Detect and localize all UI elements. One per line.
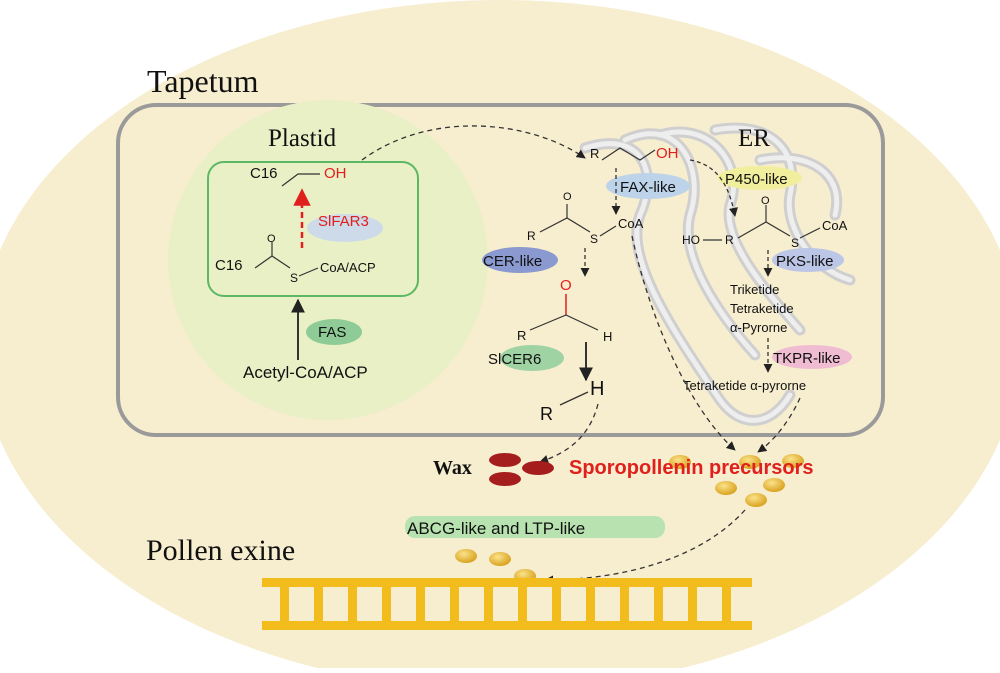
acyl-coa-s: S: [590, 232, 598, 246]
c16-top-label: C16: [250, 165, 278, 182]
cell-membrane: [116, 103, 885, 437]
granule: [455, 549, 477, 563]
c16-oh-label: OH: [324, 165, 347, 182]
alkane-h: H: [590, 378, 604, 400]
product-tetraketide: Tetraketide: [730, 301, 794, 316]
transport-label: ABCG-like and LTP-like: [407, 519, 585, 538]
slcer6-enzyme-blob: [500, 345, 564, 371]
granule: [489, 552, 511, 566]
acyl-coa-coa: CoA: [618, 216, 644, 231]
tkpr-to-sporopollenin-arrow: [757, 397, 801, 453]
cer-enzyme-label: CER-like: [483, 253, 542, 270]
fax-enzyme-label: FAX-like: [620, 179, 676, 196]
plastid-organelle: [168, 100, 488, 420]
wax-particle: [489, 472, 521, 486]
acyl-coa-bond: [539, 217, 591, 233]
er-label: ER: [738, 125, 770, 152]
p450-enzyme-blob: [718, 166, 802, 190]
plastid-to-er-arrow: [361, 125, 586, 161]
fatty-alcohol-r: R: [590, 146, 599, 161]
granule: [669, 455, 691, 469]
alkane-r: R: [540, 404, 553, 424]
tapetum-label: Tapetum: [147, 63, 259, 99]
plastid-membrane: [207, 161, 419, 297]
aldehyde-o: O: [560, 277, 572, 294]
wax-label: Wax: [433, 457, 472, 479]
alkane-to-wax-arrow: [539, 403, 599, 464]
pks-enzyme-blob: [772, 248, 844, 272]
fas-enzyme-blob: [306, 319, 362, 345]
aldehyde-h: H: [603, 329, 612, 344]
wax-particle: [489, 453, 521, 467]
alkane-bond: [559, 391, 589, 406]
transport-highlight: [405, 516, 665, 538]
aldehyde-r: R: [517, 328, 526, 343]
acyl-s-label: S: [290, 271, 298, 285]
hydroxy-ho: HO: [682, 233, 700, 247]
fatty-alcohol-bond: [601, 147, 656, 161]
tkpr-product: Tetraketide α-pyrorne: [683, 378, 806, 393]
hydroxy-s-bond: [799, 227, 821, 239]
c16-oh-bond: [281, 173, 320, 187]
slfar3-enzyme-blob: [307, 214, 383, 242]
p450-arrow: [689, 159, 738, 217]
acetyl-coa-label: Acetyl-CoA/ACP: [243, 363, 368, 382]
plastid-label: Plastid: [268, 125, 337, 152]
granule: [745, 493, 767, 507]
slfar3-enzyme-label: SlFAR3: [318, 213, 369, 230]
hydroxy-s: S: [791, 236, 799, 250]
pollen-exine-wall: [262, 578, 752, 630]
coa-acp-label: CoA/ACP: [320, 260, 376, 275]
granule: [763, 478, 785, 492]
acyl-coa-r: R: [527, 229, 536, 243]
p450-enzyme-label: P450-like: [725, 171, 788, 188]
hydroxy-r: R: [725, 233, 734, 247]
acyl-to-sporopollenin-arrow: [631, 235, 736, 451]
wax-particle: [522, 461, 554, 475]
fatty-alcohol-oh: OH: [656, 145, 679, 162]
slcer6-enzyme-label: SlCER6: [488, 351, 541, 368]
hydroxy-coa: CoA: [822, 218, 848, 233]
tkpr-enzyme-blob: [772, 345, 852, 369]
pks-enzyme-label: PKS-like: [776, 253, 834, 270]
acyl-coa-o: O: [563, 191, 572, 203]
pollen-exine-label: Pollen exine: [146, 534, 295, 567]
acyl-o-label: O: [267, 233, 276, 245]
c16-bottom-label: C16: [215, 257, 243, 274]
acyl-coa-s-bond: [599, 225, 617, 237]
granule: [715, 481, 737, 495]
acyl-s-bond: [298, 267, 319, 277]
hydroxy-o: O: [761, 195, 770, 207]
product-pyrorne: α-Pyrorne: [730, 320, 787, 335]
cer-enzyme-blob: [482, 247, 558, 273]
granule: [782, 454, 804, 468]
fax-enzyme-blob: [606, 173, 690, 199]
sporopollenin-label: Sporopollenin precursors: [569, 457, 813, 479]
tkpr-enzyme-label: TKPR-like: [773, 350, 841, 367]
product-triketide: Triketide: [730, 282, 779, 297]
fas-enzyme-label: FAS: [318, 324, 346, 341]
aldehyde-bond: [529, 314, 599, 331]
granule: [739, 455, 761, 469]
